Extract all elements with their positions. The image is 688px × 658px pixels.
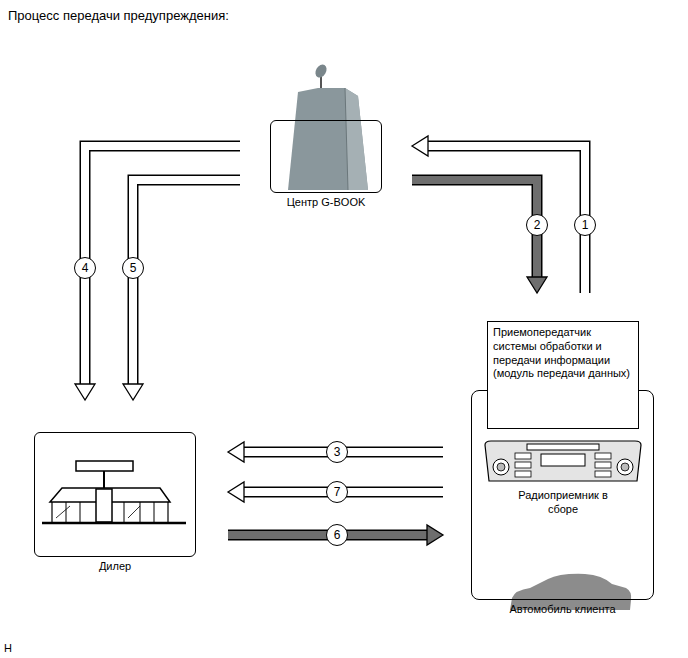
- corner-label: H: [4, 642, 12, 656]
- knob: [617, 459, 633, 475]
- transfer-arrow: [412, 136, 585, 293]
- gbook-building: [288, 62, 368, 190]
- arrow-outline: [133, 180, 240, 385]
- transfer-arrow: [123, 180, 240, 400]
- dealer-building: [42, 461, 186, 523]
- button: [515, 462, 531, 468]
- arrowhead: [412, 136, 428, 156]
- radio-illustration: [483, 439, 643, 485]
- arrowhead: [427, 525, 443, 545]
- arrow-body: [85, 146, 240, 385]
- transceiver-box: Приемопередатчик системы обработки и пер…: [487, 321, 639, 429]
- arrow-outline: [85, 146, 240, 385]
- callout-number: 5: [122, 257, 144, 279]
- callout-number: 2: [526, 214, 548, 236]
- callout-number: 4: [74, 257, 96, 279]
- radio-face: [485, 441, 641, 481]
- display: [541, 454, 585, 466]
- node-label: Автомобиль клиента: [509, 603, 615, 617]
- arrow-body: [427, 146, 585, 293]
- dealer-box: Дилер: [34, 432, 196, 557]
- arrowhead: [228, 442, 244, 462]
- callout-number: 1: [574, 214, 596, 236]
- knob: [493, 459, 509, 475]
- node-label: Радиоприемник в сборе: [508, 489, 618, 517]
- transfer-arrow: [228, 525, 443, 545]
- transfer-arrow: [228, 482, 443, 502]
- callout-number: 6: [326, 524, 348, 546]
- arrowhead: [75, 384, 95, 400]
- knob-center: [497, 463, 505, 471]
- vehicle-box: Автомобиль клиентаПриемопередатчик систе…: [471, 390, 654, 600]
- callout-number: 7: [326, 481, 348, 503]
- transfer-arrow: [412, 180, 547, 293]
- button: [515, 471, 531, 477]
- node-label: Центр G-BOOK: [287, 196, 366, 210]
- callout-number: 3: [326, 441, 348, 463]
- transfer-arrow: [75, 146, 240, 400]
- arrow-outline: [412, 180, 537, 278]
- arrowhead: [527, 277, 547, 293]
- diagram-title: Процесс передачи предупреждения:: [8, 8, 229, 24]
- button: [595, 471, 611, 477]
- center-box: Центр G-BOOK: [270, 120, 382, 193]
- arrow-body: [412, 180, 537, 278]
- radio-unit: Радиоприемник в сборе: [483, 439, 643, 521]
- cd-slot: [527, 444, 599, 450]
- arrow-body: [133, 180, 240, 385]
- transfer-arrow: [228, 442, 443, 462]
- arrowhead: [228, 482, 244, 502]
- button: [595, 462, 611, 468]
- arrow-outline: [427, 146, 585, 293]
- button: [595, 453, 611, 459]
- button: [515, 453, 531, 459]
- arrowhead: [123, 384, 143, 400]
- node-label: Дилер: [99, 560, 131, 574]
- node-label: Приемопередатчик системы обработки и пер…: [488, 322, 638, 385]
- knob-center: [621, 463, 629, 471]
